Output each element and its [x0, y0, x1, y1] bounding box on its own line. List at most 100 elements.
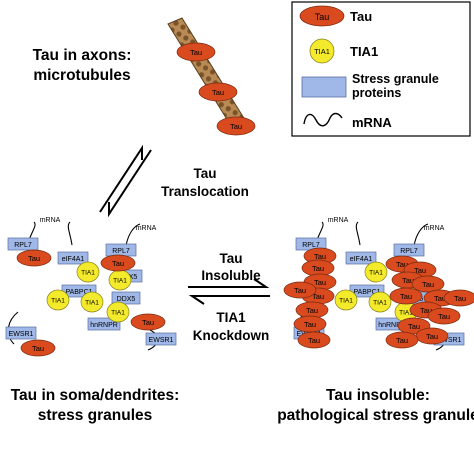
tia1-label: TIA1	[85, 300, 99, 307]
protein-label: eIF4A1	[62, 256, 85, 263]
tau-protein: Tau	[415, 327, 449, 345]
axons-title-line1: Tau in axons:	[33, 47, 132, 64]
stress-granule-protein: hnRNPR	[87, 317, 121, 331]
equilibrium-top-line2: Insoluble	[201, 268, 261, 283]
equilibrium-bottom-line1: TIA1	[216, 310, 246, 325]
tau-ellipse	[389, 287, 423, 305]
tia1-protein: TIA1	[364, 261, 388, 283]
tau-protein: Tau	[443, 289, 474, 307]
equilibrium-arrow-left	[188, 295, 270, 305]
tau-label: Tau	[142, 318, 154, 327]
tia1-protein: TIA1	[368, 291, 392, 313]
legend-box: Tau Tau TIA1 TIA1 Stress granule protein…	[291, 1, 471, 137]
legend-mrna-symbol	[303, 112, 343, 127]
tau-label: Tau	[438, 312, 450, 321]
tau-label: Tau	[308, 336, 320, 345]
legend-protein-symbol	[301, 76, 347, 98]
protein-label: DDX5	[117, 296, 136, 303]
tau-protein: Tau	[385, 331, 419, 349]
tau-protein: Tau	[411, 275, 445, 293]
protein-box	[7, 237, 39, 251]
tau-ellipse	[411, 275, 445, 293]
protein-label: PABPC1	[65, 289, 92, 296]
tau-label: Tau	[230, 122, 242, 131]
legend-tau-chip-label: Tau	[315, 12, 330, 22]
mrna-strand	[355, 221, 361, 246]
protein-label: RPL7	[302, 242, 320, 249]
tau-protein: Tau	[100, 254, 136, 272]
protein-box	[145, 332, 177, 346]
left-stress-granule: mRNAmRNARPL7eIF4A1RPL7PABPC1DDX5DDX5hnRN…	[5, 217, 177, 357]
stress-granule-protein: EWSR1	[145, 332, 177, 346]
stress-granule-protein: DDX5	[111, 291, 141, 305]
tau-ellipse	[216, 116, 256, 136]
mrna-label: mRNA	[424, 225, 445, 232]
legend-sg-proteins-fo: Stress granule proteins	[352, 72, 439, 100]
tia1-protein: TIA1	[106, 301, 130, 323]
tia1-protein: TIA1	[334, 289, 358, 311]
tau-label: Tau	[420, 306, 432, 315]
mrna-label: mRNA	[136, 225, 157, 232]
tau-label: Tau	[396, 336, 408, 345]
translocation-line1: Tau	[194, 166, 217, 181]
right-stress-granule: mRNAmRNARPL7eIF4A1RPL7PABPC1DDX5DDX5hnRN…	[283, 217, 474, 351]
tau-ellipse	[198, 82, 238, 102]
tau-protein: Tau	[176, 42, 216, 62]
left-caption-line1: Tau in soma/dendrites:	[11, 387, 180, 404]
protein-label: hnRNPR	[90, 322, 118, 329]
tau-label: Tau	[312, 292, 324, 301]
axons-title-line2: microtubules	[33, 67, 130, 84]
protein-label: RPL7	[112, 248, 130, 255]
legend-tau-label: Tau	[350, 9, 372, 24]
protein-box	[345, 251, 377, 265]
protein-box	[5, 326, 37, 340]
translocation-arrow-down	[108, 149, 152, 218]
tau-protein: Tau	[130, 313, 166, 331]
tau-ellipse	[20, 339, 56, 357]
tau-label: Tau	[294, 286, 306, 295]
tau-ellipse	[176, 42, 216, 62]
stress-granule-protein: RPL7	[393, 243, 425, 257]
protein-box	[111, 291, 141, 305]
translocation-line2: Translocation	[161, 184, 249, 199]
protein-label: EWSR1	[9, 331, 34, 338]
legend-tia1-chip-label: TIA1	[314, 47, 330, 56]
translocation-arrows	[99, 144, 152, 218]
tau-label: Tau	[304, 320, 316, 329]
tia1-label: TIA1	[51, 298, 65, 305]
tia1-circle	[106, 301, 130, 323]
tau-label: Tau	[402, 276, 414, 285]
tia1-circle	[76, 261, 100, 283]
mrna-label: mRNA	[328, 217, 349, 224]
tia1-protein: TIA1	[76, 261, 100, 283]
tia1-circle	[80, 291, 104, 313]
tia1-circle	[46, 289, 70, 311]
tia1-circle	[364, 261, 388, 283]
tau-label: Tau	[414, 266, 426, 275]
protein-label: RPL7	[14, 242, 32, 249]
equilibrium-bottom-line2: Knockdown	[193, 328, 270, 343]
stress-granule-protein: RPL7	[295, 237, 327, 251]
tau-label: Tau	[306, 306, 318, 315]
tau-ellipse	[130, 313, 166, 331]
tia1-circle	[334, 289, 358, 311]
right-caption-line2: pathological stress granule	[277, 407, 474, 424]
tau-protein: Tau	[293, 315, 327, 333]
tau-label: Tau	[426, 332, 438, 341]
microtubule	[167, 17, 251, 135]
stress-granule-protein: EWSR1	[5, 326, 37, 340]
tau-protein: Tau	[16, 249, 52, 267]
tau-label: Tau	[28, 254, 40, 263]
tau-label: Tau	[112, 259, 124, 268]
protein-label: EWSR1	[437, 337, 462, 344]
tau-ellipse	[297, 331, 331, 349]
tau-label: Tau	[314, 252, 326, 261]
mrna-strand	[67, 221, 73, 246]
legend-tau-symbol: Tau	[299, 5, 345, 27]
tau-protein: Tau	[303, 247, 337, 265]
tau-protein: Tau	[301, 259, 335, 277]
tau-label: Tau	[32, 344, 44, 353]
legend-mrna-label: mRNA	[352, 115, 392, 130]
